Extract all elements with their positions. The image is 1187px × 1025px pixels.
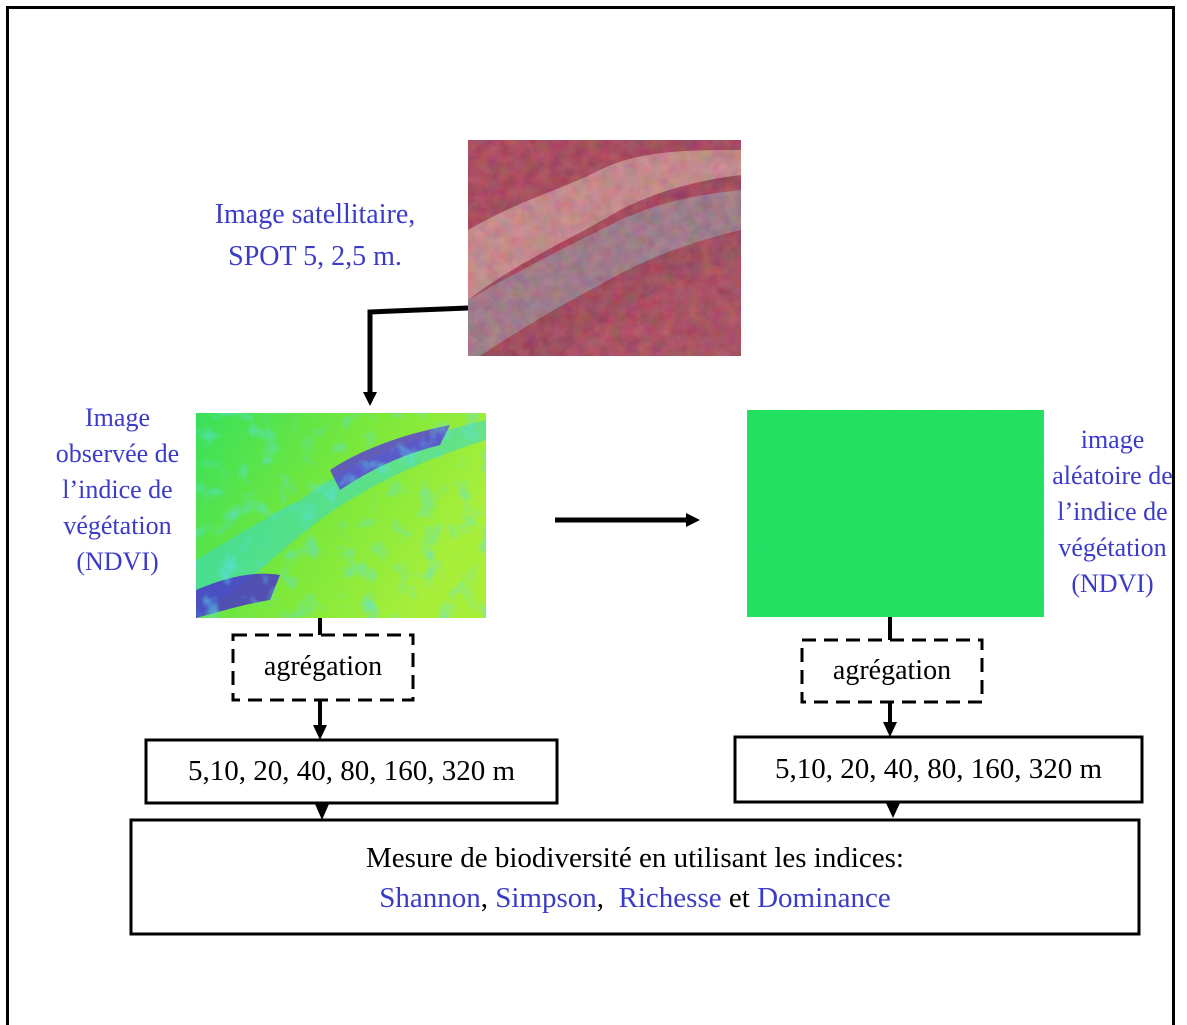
satellite-image	[468, 140, 741, 356]
resolutions-text-left: 5,10, 20, 40, 80, 160, 320 m	[187, 755, 516, 787]
biodiversity-line1: Mesure de biodiversité en utilisant les …	[366, 842, 904, 874]
satellite-label-line2: SPOT 5, 2,5 m.	[228, 241, 402, 272]
biodiversity-text: Mesure de biodiversité en utilisant les …	[131, 838, 1139, 918]
resolutions-text-right: 5,10, 20, 40, 80, 160, 320 m	[774, 753, 1103, 785]
satellite-label-line1: Image satellitaire,	[214, 199, 416, 230]
biodiversity-line2: Shannon, Simpson, Richesse et Dominance	[131, 878, 1139, 918]
biodiversity-box	[129, 818, 1141, 936]
word-et: et	[728, 882, 750, 914]
random-label-line1: image	[1080, 425, 1145, 454]
aggregation-label-left: agrégation	[263, 651, 383, 682]
arrow-right-to-resolutions	[883, 702, 897, 737]
random-label: image aléatoire de l’indice de végétatio…	[1040, 422, 1185, 602]
random-label-line5: (NDVI)	[1071, 569, 1154, 598]
index-shannon: Shannon	[379, 882, 481, 914]
observed-label-line5: (NDVI)	[76, 547, 159, 576]
outer-frame	[6, 6, 1175, 1025]
index-dominance: Dominance	[757, 882, 891, 914]
observed-label-line3: l’indice de	[62, 475, 173, 504]
resolutions-box-left	[144, 738, 559, 805]
observed-label-line1: Image	[85, 403, 150, 432]
satellite-label: Image satellitaire, SPOT 5, 2,5 m.	[170, 194, 460, 278]
random-label-line2: aléatoire de	[1052, 461, 1173, 490]
index-richesse: Richesse	[618, 882, 722, 914]
arrow-satellite-to-observed	[363, 305, 469, 406]
aggregation-label-right: agrégation	[832, 655, 952, 686]
comma-1: ,	[480, 882, 488, 914]
index-simpson: Simpson	[495, 882, 597, 914]
observed-label: Image observée de l’indice de végétation…	[40, 400, 195, 580]
arrow-right-to-biodiversity	[886, 802, 900, 818]
resolutions-box-right	[733, 735, 1144, 804]
random-ndvi-image	[747, 410, 1044, 617]
aggregation-box-right	[800, 638, 984, 704]
arrow-observed-to-random	[555, 513, 700, 527]
comma-2: ,	[596, 882, 605, 914]
observed-ndvi-image	[196, 413, 486, 618]
aggregation-box-left	[231, 633, 415, 702]
random-label-line3: l’indice de	[1057, 497, 1168, 526]
arrow-left-to-resolutions	[313, 700, 327, 740]
observed-label-line2: observée de	[55, 439, 180, 468]
random-label-line4: végétation	[1058, 533, 1167, 562]
observed-label-line4: végétation	[63, 511, 172, 540]
